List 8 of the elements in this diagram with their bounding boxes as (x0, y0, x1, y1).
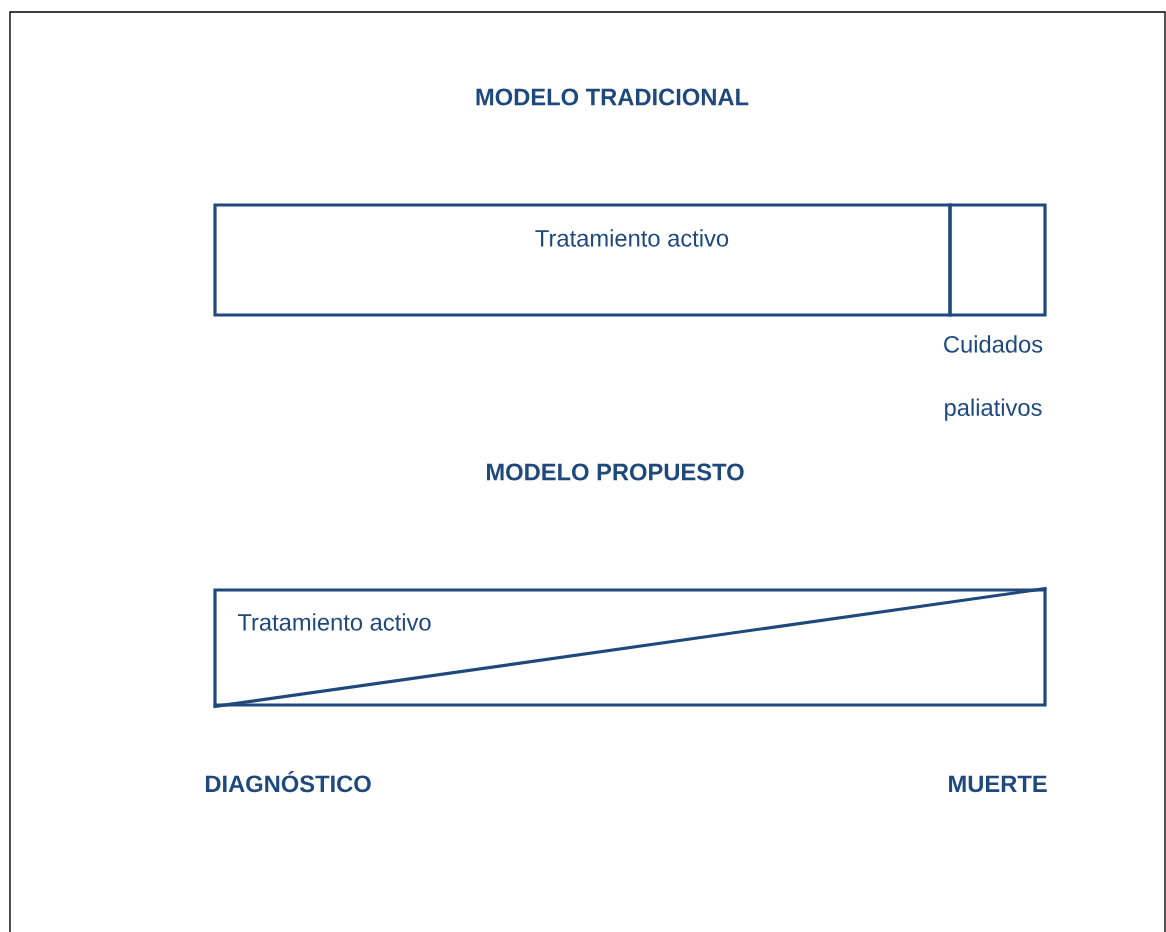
bar-segment: Tratamiento activo (213, 586, 1047, 709)
heading: DIAGNÓSTICO (205, 771, 371, 793)
heading: MODELO TRADICIONAL (476, 88, 749, 106)
heading: MODELO PROPUESTO (487, 463, 744, 481)
segment-label: Cuidados paliativos (944, 335, 1043, 421)
heading: MUERTE (949, 775, 1047, 793)
bar-segment: Tratamiento activo (213, 203, 952, 317)
bar-segment (948, 203, 1047, 317)
